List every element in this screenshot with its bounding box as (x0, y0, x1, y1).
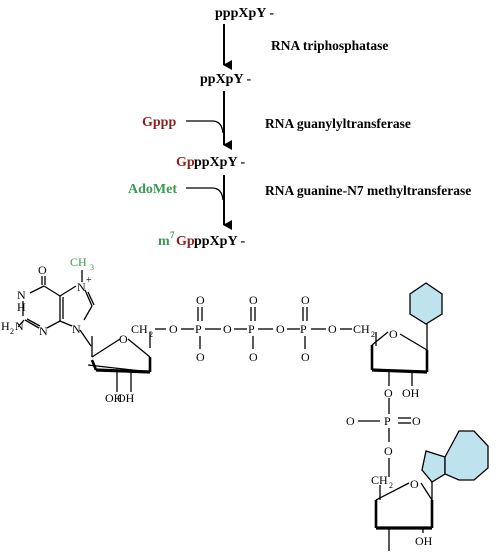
amine-h: H (1, 319, 10, 333)
step4-m7-superscript: 7 (170, 230, 175, 240)
methyl-subscript: 3 (90, 263, 94, 272)
linker-o-1: O (169, 322, 178, 336)
enzyme-3-label: RNA guanine-N7 methyltransferase (265, 183, 471, 198)
step3-label: ppXpY - (194, 155, 246, 170)
ribose2-3prime-o: O (384, 386, 393, 400)
step3-gp-prefix: Gp (176, 155, 195, 170)
step4-m: m (158, 234, 170, 249)
guanine-carbonyl-o: O (38, 263, 47, 277)
ch2-2: CH (353, 322, 370, 336)
amine-subscript: 2 (10, 327, 14, 336)
guanine-n7: N (77, 280, 86, 294)
p2-bottom-o: O (249, 350, 258, 364)
ribose2-ring-o: O (389, 327, 398, 341)
phosphorus-3: P (300, 322, 307, 336)
p3-bottom-o: O (301, 350, 310, 364)
guanine-n7-plus: + (86, 275, 92, 286)
structure-bonds (17, 270, 434, 551)
ch2-3-subscript: 2 (389, 481, 393, 490)
p2-top-o: O (249, 293, 258, 307)
pathway-step1-label: pppXpY - (215, 6, 274, 21)
pathway-step3: Gp ppXpY - (176, 155, 246, 170)
ch2-2-subscript: 2 (371, 330, 375, 339)
ribose3-oh: OH (415, 534, 433, 548)
methyl-ch: CH (70, 255, 87, 269)
phosphodiester-o-left: O (346, 414, 355, 428)
ribose1-oh-left: OH (105, 391, 123, 405)
phosphodiester-o-right: O (412, 414, 421, 428)
structure-labels: O CH 3 N + N H N N H 2 N O OH OH CH 2 O … (1, 255, 433, 548)
p1-bottom-o: O (196, 350, 205, 364)
ribose3-ring-o: O (410, 477, 419, 491)
p3-top-o: O (301, 293, 310, 307)
gppp-join-line (186, 120, 224, 134)
p1-top-o: O (196, 293, 205, 307)
base3-bicyclic-ring-icon (421, 430, 489, 483)
substrate-adomet: AdoMet (128, 182, 177, 197)
ribose1-oh-right: OH (117, 391, 135, 405)
enzyme-1-label: RNA triphosphatase (271, 38, 388, 53)
ch2-1: CH (131, 322, 148, 336)
ch2-3: CH (371, 473, 388, 487)
guanine-n9: N (72, 322, 81, 336)
amine-n: N (15, 319, 24, 333)
pathway-step2-label: ppXpY - (200, 72, 252, 87)
enzyme-2-label: RNA guanylyltransferase (265, 116, 411, 131)
step4-label: ppXpY - (194, 234, 246, 249)
ch2-1-subscript: 2 (149, 330, 153, 339)
phosphorus-1: P (195, 322, 202, 336)
guanine-h1: H (17, 300, 26, 314)
substrate-gppp: Gppp (142, 115, 176, 130)
adomet-join-line (186, 187, 224, 201)
ribose2-oh: OH (402, 386, 420, 400)
phosphorus-2: P (248, 322, 255, 336)
phosphodiester-o-bottom: O (384, 444, 393, 458)
phosphodiester-p: P (384, 414, 391, 428)
ribose1-ring-o: O (119, 332, 128, 346)
pathway-step4: m 7 Gp ppXpY - (158, 230, 246, 249)
linker-o-3: O (276, 322, 285, 336)
step4-gp: Gp (176, 234, 195, 249)
base2-ring-icon (409, 282, 443, 325)
linker-o-2: O (223, 322, 232, 336)
pathway: pppXpY - RNA triphosphatase ppXpY - Gppp… (128, 6, 471, 249)
linker-o-4: O (328, 322, 337, 336)
guanine-n1: N (17, 288, 26, 302)
guanine-n3: N (39, 324, 48, 338)
